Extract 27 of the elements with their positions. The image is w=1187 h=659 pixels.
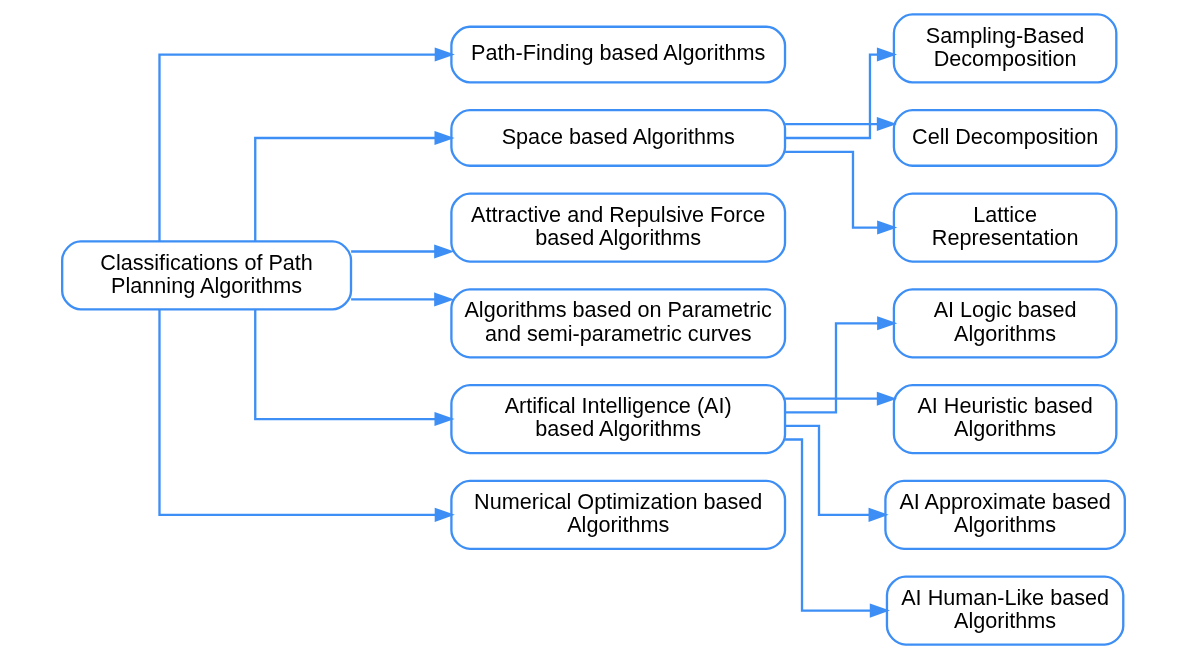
node-box: Artifical Intelligence (AI) based Algorithms [450,383,787,455]
node-box: AI Logic based Algorithms [892,288,1118,359]
node-box: AI Approximate based Algorithms [884,479,1126,550]
arrow [785,316,898,414]
node-box: Classifications of Path Planning Algorithms [61,240,353,311]
node-box: Space based Algorithms [450,109,787,167]
node-box: Numerical Optimization based Algorithms [450,479,787,550]
arrow [254,309,455,427]
arrow [785,47,898,140]
node-box: Cell Decomposition [892,109,1118,167]
arrow [785,424,889,522]
arrow [785,391,897,406]
arrow [158,47,455,242]
arrow [785,117,897,132]
arrow [785,438,890,618]
arrow [254,130,455,242]
node-box: Sampling-Based Decomposition [892,13,1118,84]
arrow [785,150,898,235]
node-box: Lattice Representation [892,192,1118,263]
node-box: AI Human-Like based Algorithms [885,575,1125,646]
node-box: Attractive and Repulsive Force based Algorithms [450,192,787,263]
arrow [158,309,455,522]
node-box: AI Heuristic based Algorithms [892,383,1118,455]
node-box: Algorithms based on Parametric and semi-parametric curves [450,288,787,359]
node-box: Path-Finding based Algorithms [450,25,787,84]
arrow [351,244,455,259]
arrow [351,292,455,307]
